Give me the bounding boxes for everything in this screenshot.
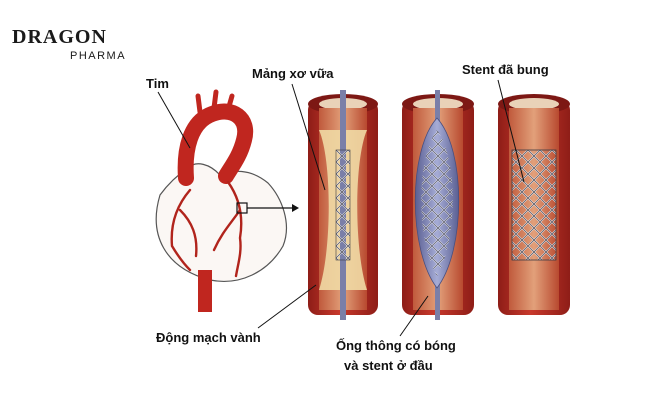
leader-stent [497, 79, 525, 183]
label-stent-expanded: Stent đã bung [462, 62, 549, 77]
heart-drawing [155, 89, 299, 312]
stent-expanding [421, 130, 453, 276]
coronary-right [170, 188, 198, 272]
descending-aorta [198, 270, 212, 312]
stent-collapsed [335, 149, 351, 261]
label-plaque: Mảng xơ vữa [252, 66, 334, 81]
vessel-balloon [402, 90, 474, 320]
leader-catheter [399, 295, 429, 337]
dragon-pharma-logo: DRAGON PHARMA [12, 20, 142, 64]
logo-brand: DRAGON [12, 26, 107, 48]
label-heart: Tim [146, 76, 169, 91]
aorta [177, 103, 254, 186]
leader-coronary [257, 284, 317, 329]
leader-heart [157, 91, 191, 149]
leader-plaque [291, 83, 326, 191]
label-catheter-line1: Ống thông có bóng [336, 338, 456, 353]
vessel-stent [498, 94, 570, 315]
zoom-arrowhead [292, 204, 299, 212]
leader-lines [157, 79, 525, 337]
stent-deployed [511, 149, 557, 261]
logo-sub: PHARMA [70, 50, 127, 62]
vessel-blocked [308, 90, 378, 320]
aorta-branch [195, 89, 235, 115]
label-catheter-line2: và stent ở đầu [344, 358, 433, 373]
label-coronary-artery: Động mạch vành [156, 330, 261, 345]
